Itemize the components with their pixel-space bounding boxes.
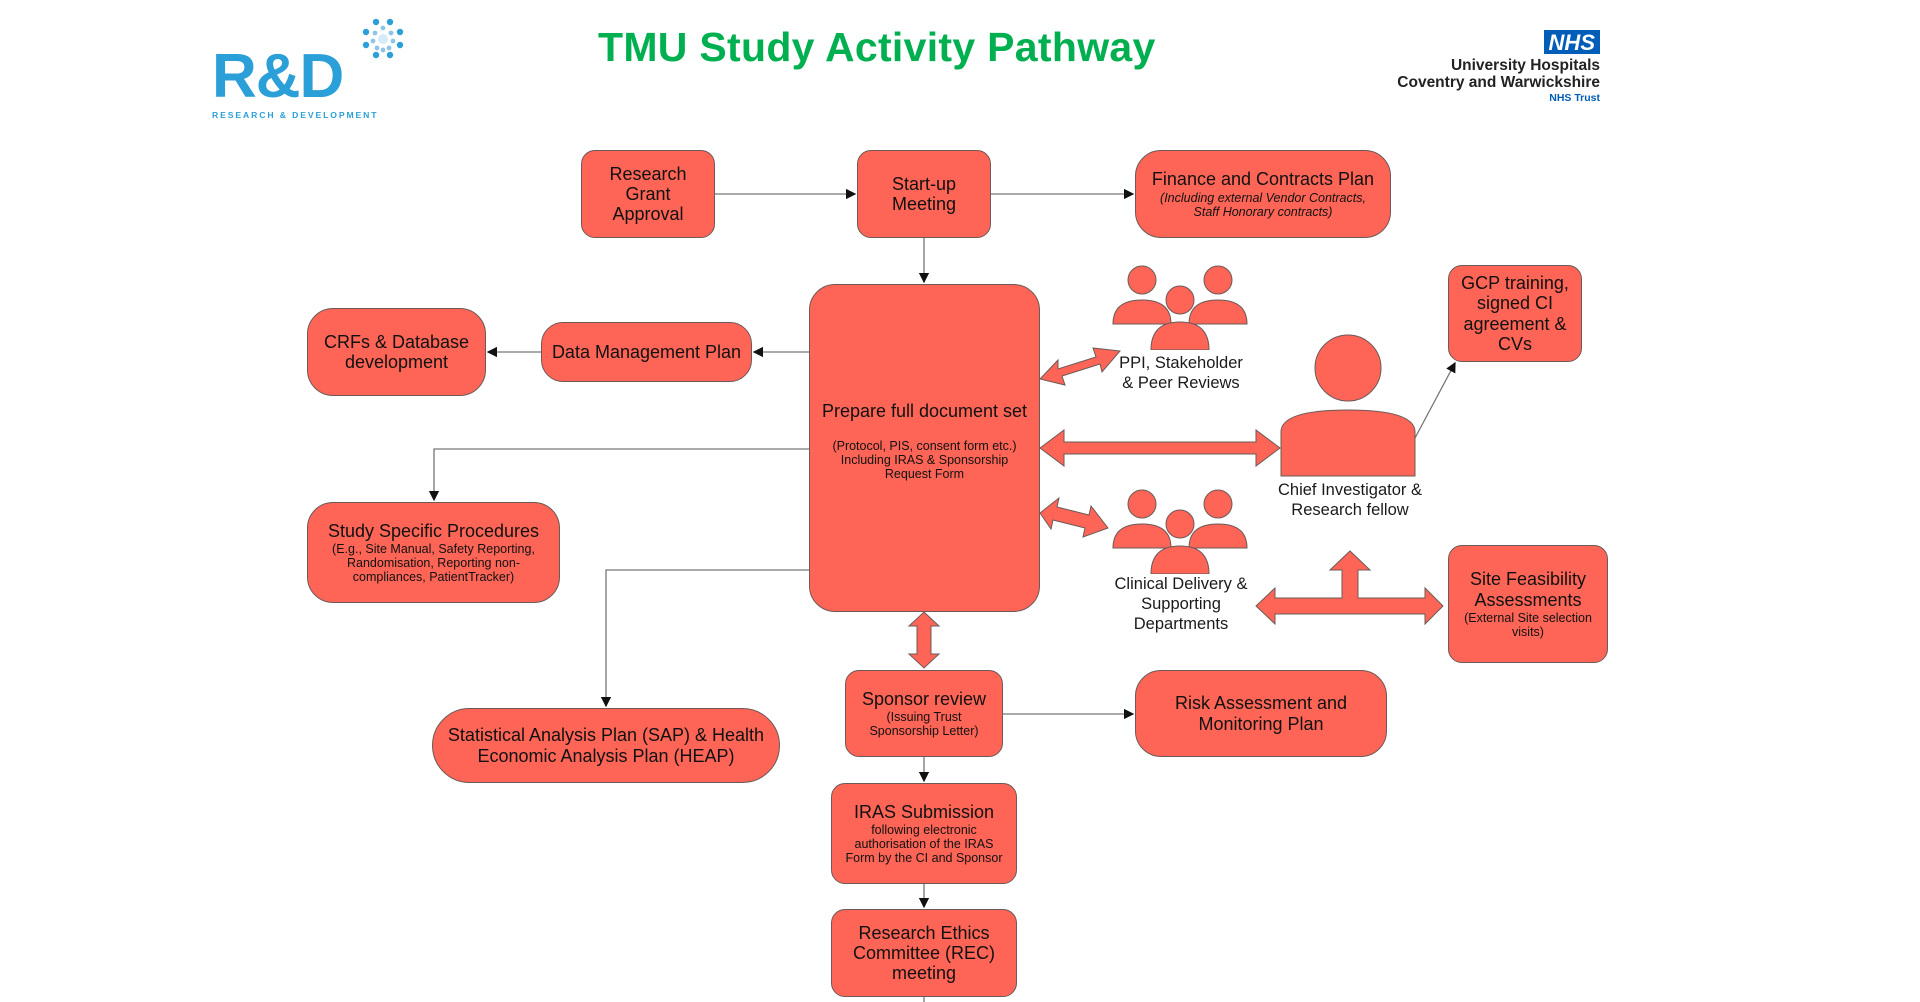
nhs-name-line2: Coventry and Warwickshire (1397, 74, 1600, 92)
node-title: Prepare full document set (821, 401, 1028, 421)
nhs-badge: NHS (1543, 30, 1600, 54)
node-title: Sponsor review (861, 688, 987, 709)
node-title: Study Specific Procedures (327, 520, 540, 541)
node-title: Finance and Contracts Plan (1151, 169, 1375, 190)
node-sap-heap[interactable]: Statistical Analysis Plan (SAP) & Health… (432, 708, 780, 783)
node-title: Research Ethics Committee (REC) meeting (852, 922, 995, 984)
people-label-ppi: PPI, Stakeholder & Peer Reviews (1119, 354, 1243, 393)
node-iras-submission[interactable]: IRAS Submission following electronic aut… (831, 783, 1017, 884)
node-note: (Including external Vendor Contracts, St… (1160, 190, 1366, 219)
person-icon-chief-investigator (1280, 334, 1416, 477)
double-arrow-prepare-ppi (1039, 347, 1121, 386)
people-label-clinical: Clinical Delivery & Supporting Departmen… (1114, 575, 1248, 634)
node-study-specific-procedures[interactable]: Study Specific Procedures (E.g., Site Ma… (307, 502, 560, 603)
node-title: Statistical Analysis Plan (SAP) & Health… (447, 725, 765, 766)
node-gcp-training[interactable]: GCP training, signed CI agreement & CVs (1448, 265, 1582, 362)
node-title: CRFs & Database development (323, 331, 470, 372)
rd-logo: R&D RESEARCH & DEVELOPMENT (212, 18, 404, 120)
node-sponsor-review[interactable]: Sponsor review (Issuing Trust Sponsorshi… (845, 670, 1003, 757)
triple-arrow-clinical-ci-site (1255, 550, 1444, 626)
people-group-icon-clinical (1112, 489, 1248, 574)
rd-dots-icon (362, 18, 404, 59)
page-title: TMU Study Activity Pathway (598, 24, 1156, 70)
node-note: (External Site selection visits) (1464, 610, 1592, 639)
node-note: (Issuing Trust Sponsorship Letter) (869, 710, 979, 739)
rd-logo-text: R&D (212, 42, 344, 111)
node-site-feasibility[interactable]: Site Feasibility Assessments (External S… (1448, 545, 1608, 663)
node-startup-meeting[interactable]: Start-up Meeting (857, 150, 991, 238)
node-title: Start-up Meeting (891, 173, 957, 214)
node-title: Site Feasibility Assessments (1469, 569, 1587, 610)
node-finance-contracts-plan[interactable]: Finance and Contracts Plan (Including ex… (1135, 150, 1391, 238)
link-prepare-sap (600, 569, 809, 708)
node-title: IRAS Submission (853, 801, 995, 822)
double-arrow-prepare-sponsor (907, 611, 941, 669)
node-rec-meeting[interactable]: Research Ethics Committee (REC) meeting (831, 909, 1017, 997)
nhs-logo: NHS University Hospitals Coventry and Wa… (1397, 30, 1600, 104)
node-prepare-document-set[interactable]: Prepare full document set (Protocol, PIS… (809, 284, 1040, 612)
node-title: Research Grant Approval (609, 163, 687, 225)
double-arrow-prepare-ci (1039, 429, 1281, 467)
node-title: Data Management Plan (551, 341, 742, 362)
node-note: (Protocol, PIS, consent form etc.) Inclu… (832, 439, 1017, 482)
person-label-chief-investigator: Chief Investigator & Research fellow (1278, 481, 1422, 520)
node-note: (E.g., Site Manual, Safety Reporting, Ra… (332, 542, 535, 585)
node-risk-assessment-monitoring[interactable]: Risk Assessment and Monitoring Plan (1135, 670, 1387, 757)
node-research-grant-approval[interactable]: Research Grant Approval (581, 150, 715, 238)
nhs-trust-label: NHS Trust (1549, 91, 1600, 104)
node-data-management-plan[interactable]: Data Management Plan (541, 322, 752, 382)
nhs-name-line1: University Hospitals (1450, 57, 1600, 74)
rd-logo-subtitle: RESEARCH & DEVELOPMENT (212, 110, 379, 120)
people-group-icon-ppi (1112, 265, 1248, 350)
node-title: Risk Assessment and Monitoring Plan (1174, 693, 1348, 734)
node-crfs-database[interactable]: CRFs & Database development (307, 308, 486, 396)
node-note: following electronic authorisation of th… (845, 823, 1003, 866)
node-title: GCP training, signed CI agreement & CVs (1461, 273, 1569, 354)
link-ci-gcp (1414, 361, 1456, 439)
link-prepare-ssp (428, 448, 809, 502)
double-arrow-prepare-clinical (1039, 496, 1109, 538)
